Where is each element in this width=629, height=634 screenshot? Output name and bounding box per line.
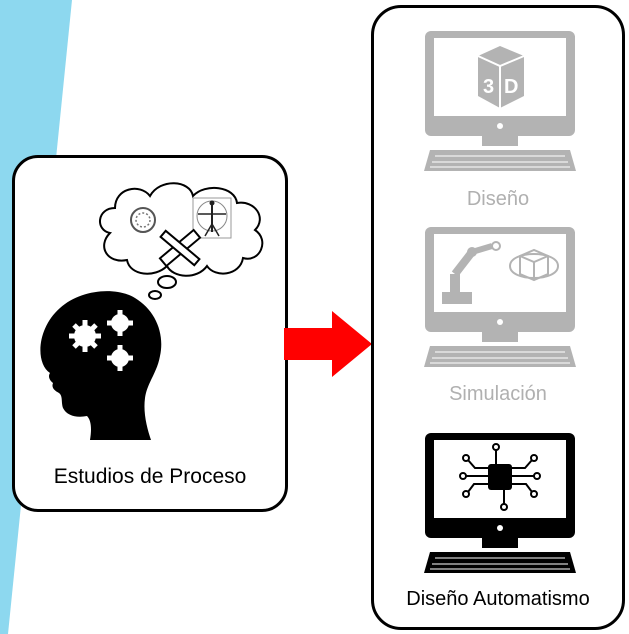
stations-card: 3 D Diseño: [371, 5, 625, 630]
process-studies-card: Estudios de Proceso: [12, 155, 288, 512]
station-label-simulation: Simulación: [449, 383, 547, 405]
station-label-design: Diseño: [466, 188, 530, 210]
3d-cube-icon: [509, 248, 559, 282]
svg-text:D: D: [504, 76, 518, 98]
robot-arm-icon: [442, 241, 501, 304]
process-studies-label: Estudios de Proceso: [53, 465, 247, 488]
computer-monitor-icon: [424, 433, 576, 573]
station-design: 3 D: [420, 26, 580, 176]
station-automation-design: [420, 428, 580, 578]
right-arrow-icon: [284, 311, 372, 377]
thought-bubble-icon: [99, 182, 264, 300]
station-simulation: [420, 222, 580, 372]
head-with-gears-icon: [40, 291, 162, 440]
microchip-icon: [459, 443, 541, 511]
3d-cube-icon: 3 D: [477, 46, 525, 108]
station-label-automation-design: Diseño Automatismo: [406, 588, 590, 610]
svg-text:3: 3: [483, 76, 494, 98]
thinking-head-illustration: [40, 182, 264, 440]
